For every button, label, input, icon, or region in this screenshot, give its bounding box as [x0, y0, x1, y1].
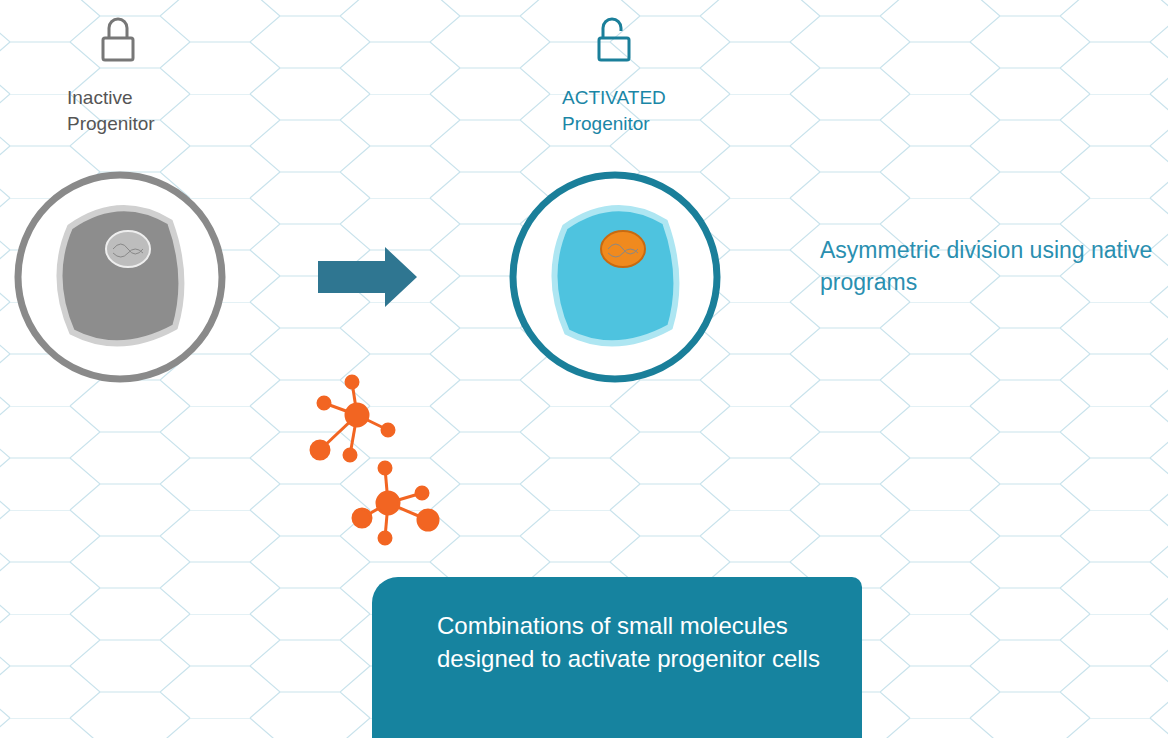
molecule — [311, 376, 394, 461]
cell-label: Inactive Progenitor — [67, 85, 217, 137]
teal-callout-box: Combinations of small molecules designed… — [372, 577, 862, 738]
cell-label: ACTIVATED Progenitor — [562, 85, 712, 137]
block-arrow — [318, 247, 417, 307]
cell-illustration — [10, 167, 230, 387]
box-text: Combinations of small molecules designed… — [437, 609, 842, 675]
molecule — [353, 462, 438, 544]
lock-icon — [103, 19, 133, 60]
inactive-cell: Inactive Progenitor — [10, 85, 230, 385]
side-note: Asymmetric division using native program… — [820, 234, 1160, 298]
activated-cell: ACTIVATED Progenitor — [505, 85, 725, 385]
cell-illustration — [505, 167, 725, 387]
unlock-icon — [599, 19, 629, 60]
